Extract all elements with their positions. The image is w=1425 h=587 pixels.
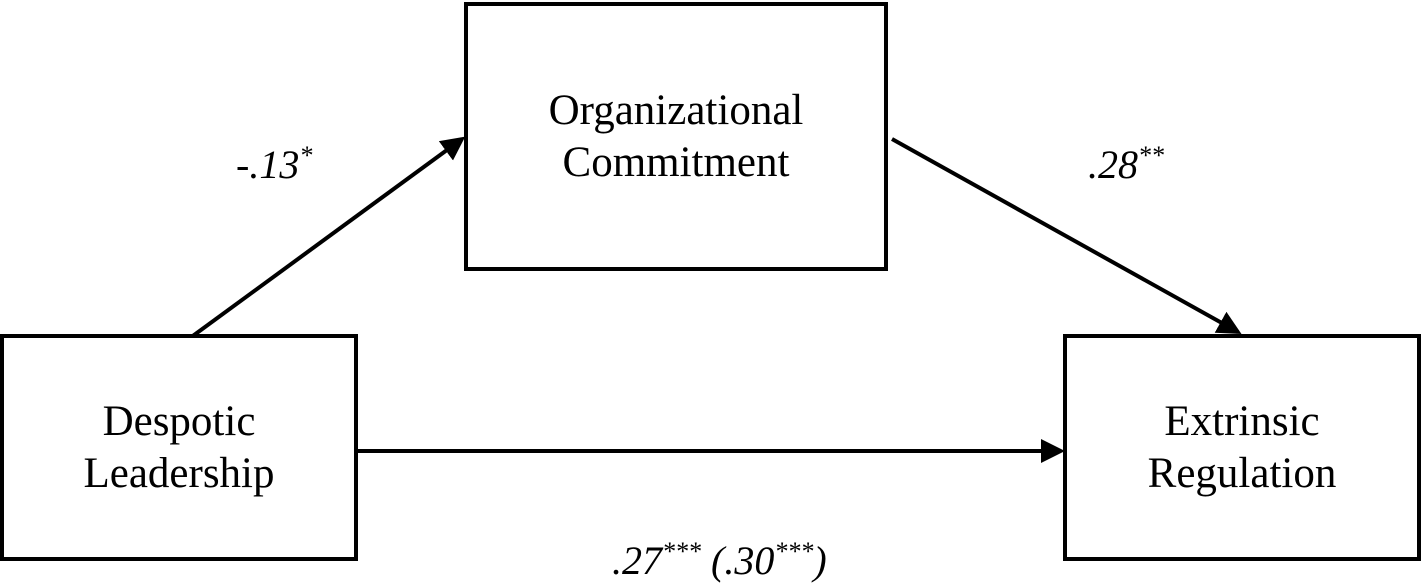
mediator-label-line1: Organizational <box>548 86 804 134</box>
predictor-box: Despotic Leadership <box>0 334 358 561</box>
arrow-predictor-to-mediator <box>188 136 466 340</box>
path-c-total-close: ) <box>813 538 827 583</box>
path-a-value: -.13 <box>236 142 300 187</box>
path-c-direct-significance: *** <box>662 537 701 566</box>
predictor-label-line2: Leadership <box>83 449 275 497</box>
arrow-mediator-to-outcome <box>891 137 1242 334</box>
path-b-coefficient: .28** <box>1088 142 1164 188</box>
path-c-total-value: (.30 <box>701 538 775 583</box>
path-c-coefficient: .27*** (.30***) <box>612 538 827 584</box>
path-c-total-significance: *** <box>774 537 814 566</box>
path-a-significance: * <box>299 141 313 170</box>
outcome-label-line2: Regulation <box>1147 449 1337 497</box>
mediator-box: Organizational Commitment <box>464 2 888 271</box>
path-b-value: .28 <box>1088 142 1138 187</box>
mediator-label-line2: Commitment <box>562 138 790 186</box>
outcome-box: Extrinsic Regulation <box>1063 334 1421 561</box>
path-c-direct-value: .27 <box>612 538 662 583</box>
path-a-coefficient: -.13* <box>236 142 312 188</box>
outcome-label-line1: Extrinsic <box>1164 397 1320 445</box>
predictor-label-line1: Despotic <box>102 397 256 445</box>
path-b-significance: ** <box>1138 141 1164 170</box>
